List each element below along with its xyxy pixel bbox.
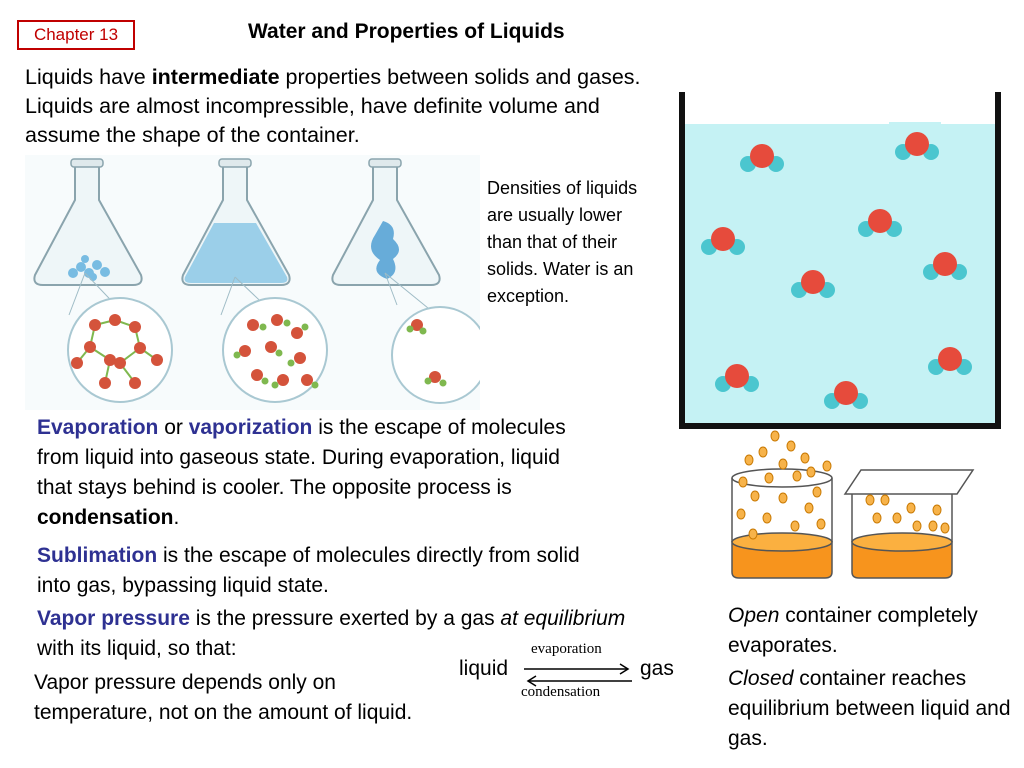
- term-sublimation: Sublimation: [37, 544, 158, 567]
- water-molecule: [740, 144, 784, 172]
- water-molecule: [791, 270, 835, 298]
- evaporation-joiner: or: [158, 416, 189, 439]
- equilibrium-right-term: gas: [640, 657, 674, 680]
- equilibrium-left-term: liquid: [459, 657, 509, 680]
- water-molecule: [715, 364, 759, 392]
- beaker-lid: [843, 469, 975, 495]
- water-molecule: [928, 347, 972, 375]
- vapor-pressure-note: Vapor pressure depends only on temperatu…: [34, 671, 413, 724]
- evaporation-paragraph: Evaporation or vaporization is the escap…: [37, 413, 597, 533]
- liquid-molecules-circle: [222, 297, 328, 403]
- beakers-diagram: [731, 430, 975, 579]
- sublimation-paragraph: Sublimation is the escape of molecules d…: [37, 541, 597, 601]
- flask-liquid: [181, 158, 291, 316]
- flasks-illustration: [25, 155, 480, 410]
- vapor-pressure-paragraph: Vapor pressure is the pressure exerted b…: [37, 604, 637, 664]
- closed-beaker: [843, 469, 975, 579]
- intro-bold-term: intermediate: [151, 65, 280, 89]
- water-molecule: [824, 381, 868, 409]
- vapor-pressure-italic: at equilibrium: [500, 607, 626, 630]
- equilibrium-arrows-icon: [524, 663, 632, 687]
- water-molecules: [701, 132, 972, 409]
- water-molecule: [895, 132, 939, 160]
- chapter-label: Chapter 13: [17, 20, 135, 50]
- sublimation-text: is the escape of molecules directly from…: [37, 544, 580, 597]
- equilibrium-reverse-label: condensation: [521, 684, 601, 700]
- evaporation-text-1: is the escape of molecules from liquid i…: [37, 416, 566, 499]
- density-note: Densities of liquids are usually lower t…: [487, 178, 638, 306]
- term-vaporization: vaporization: [188, 416, 313, 439]
- vapor-pressure-text-2: with its liquid, so that:: [37, 637, 237, 660]
- closed-container-caption: Closed container reaches equilibrium bet…: [728, 664, 1018, 754]
- intro-text-1: Liquids have: [25, 65, 152, 89]
- equilibrium-forward-label: evaporation: [531, 641, 602, 657]
- intro-paragraph: Liquids have intermediate properties bet…: [25, 63, 665, 150]
- water-container-diagram: [679, 92, 1001, 429]
- water-molecule: [701, 227, 745, 255]
- open-beaker: [731, 430, 833, 579]
- term-condensation: condensation: [37, 506, 174, 529]
- vapor-pressure-text-1: is the pressure exerted by a gas: [189, 607, 501, 630]
- term-vapor-pressure: Vapor pressure: [37, 607, 190, 630]
- term-evaporation: Evaporation: [37, 416, 159, 439]
- intro-text-2: properties between solids and gases. Liq…: [25, 65, 641, 147]
- slide-title: Water and Properties of Liquids: [248, 20, 565, 43]
- water-molecule: [923, 252, 967, 280]
- container-outline: [679, 92, 1001, 429]
- flask-gas: [331, 158, 456, 331]
- open-container-caption: Open container completely evaporates.: [728, 601, 1018, 661]
- gas-molecules-circle: [391, 306, 480, 404]
- closed-caption-text: container reaches equilibrium between li…: [728, 667, 1011, 750]
- ice-lattice-circle: [67, 297, 173, 403]
- open-caption-text: container completely evaporates.: [728, 604, 978, 657]
- closed-italic: Closed: [728, 667, 794, 690]
- open-italic: Open: [728, 604, 780, 627]
- water-molecule: [858, 209, 902, 237]
- evaporation-text-2: .: [173, 506, 180, 529]
